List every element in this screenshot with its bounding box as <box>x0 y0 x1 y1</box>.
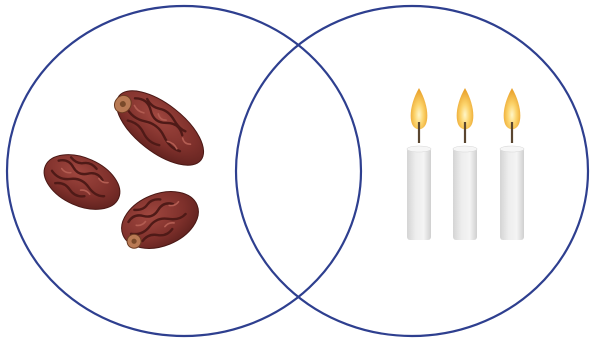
date-fruit-icon <box>113 181 207 259</box>
candle-icon <box>500 88 524 240</box>
date-fruit-icon <box>104 77 216 179</box>
set-right-candles <box>407 88 524 240</box>
date-fruit-icon <box>36 144 129 220</box>
candle-icon <box>407 88 431 240</box>
candle-icon <box>453 88 477 240</box>
set-left-dates <box>36 77 216 259</box>
